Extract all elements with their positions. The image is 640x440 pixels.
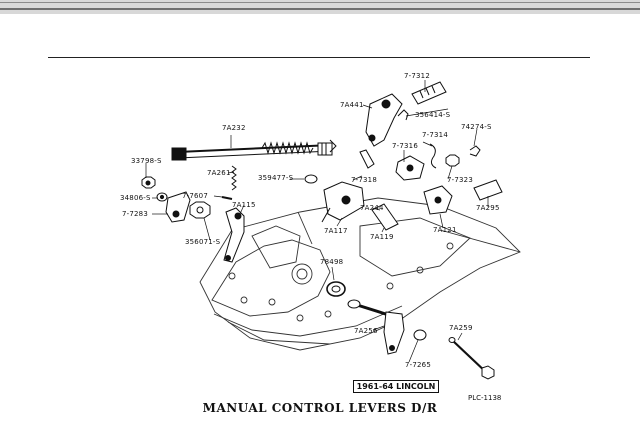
part-label: 7A119 [370, 233, 394, 241]
knob-7a295 [473, 179, 503, 201]
part-label: 7-7314 [422, 131, 448, 139]
nut-and-washer [141, 176, 168, 202]
model-year-box: 1961-64 LINCOLN [353, 380, 439, 393]
part-label: 7A115 [232, 201, 256, 209]
lever-7a115 [223, 207, 245, 263]
ring-359477-s [304, 174, 318, 184]
part-label: 7-7316 [392, 142, 418, 150]
clip-356414-s [397, 109, 409, 121]
spring-7-7314 [429, 143, 437, 169]
ring-7-7265 [413, 329, 427, 341]
part-label: 7A256 [354, 327, 378, 335]
shaft-7a256 [347, 299, 405, 355]
pin-7-7318 [359, 149, 375, 169]
bolt-7a259 [448, 337, 495, 380]
part-label: 7A295 [476, 204, 500, 212]
part-label: 7-7323 [447, 176, 473, 184]
window-top-band [0, 0, 640, 14]
part-label: 7A117 [324, 227, 348, 235]
part-label: 7A441 [340, 101, 364, 109]
lever-7a441 [365, 93, 403, 147]
part-label: 7-7607 [182, 192, 208, 200]
rod-7a232 [171, 139, 337, 161]
lever-7-7283 [165, 191, 191, 223]
part-label: 7-7312 [404, 72, 430, 80]
knob-7-7312 [411, 81, 447, 105]
part-label: 7A244 [360, 204, 384, 212]
part-label: 7-7318 [351, 176, 377, 184]
bracket-7a117 [321, 181, 365, 223]
part-label: 34806-S [120, 194, 151, 202]
part-label: 356414-S [415, 111, 451, 119]
cam-7-7316 [395, 155, 425, 181]
part-label: 7A232 [222, 124, 246, 132]
nut-7-7323 [445, 154, 460, 167]
part-label: 359477-S [258, 174, 294, 182]
part-label: 7A121 [433, 226, 457, 234]
part-label: 7A261 [207, 169, 231, 177]
diagram-caption: MANUAL CONTROL LEVERS D/R [202, 401, 438, 415]
part-label: 7-7283 [122, 210, 148, 218]
part-label: 7A259 [449, 324, 473, 332]
lever-7a121 [423, 185, 453, 215]
pin-7a244 [371, 203, 399, 231]
leader-lines [145, 80, 489, 363]
seal-78498 [326, 281, 346, 297]
top-rule [48, 57, 590, 58]
plate-number: PLC-1138 [468, 394, 502, 402]
part-label: 356071-S [185, 238, 221, 246]
clip-74274-s [469, 145, 481, 157]
part-label: 7-7265 [405, 361, 431, 369]
part-label: 74274-S [461, 123, 492, 131]
part-label: 33798-S [131, 157, 162, 165]
part-label: 78498 [320, 258, 344, 266]
pin-7-7607 [221, 196, 233, 200]
nut-356071-s [189, 201, 211, 219]
spring-7a261 [231, 165, 237, 191]
transmission-case [199, 197, 521, 351]
